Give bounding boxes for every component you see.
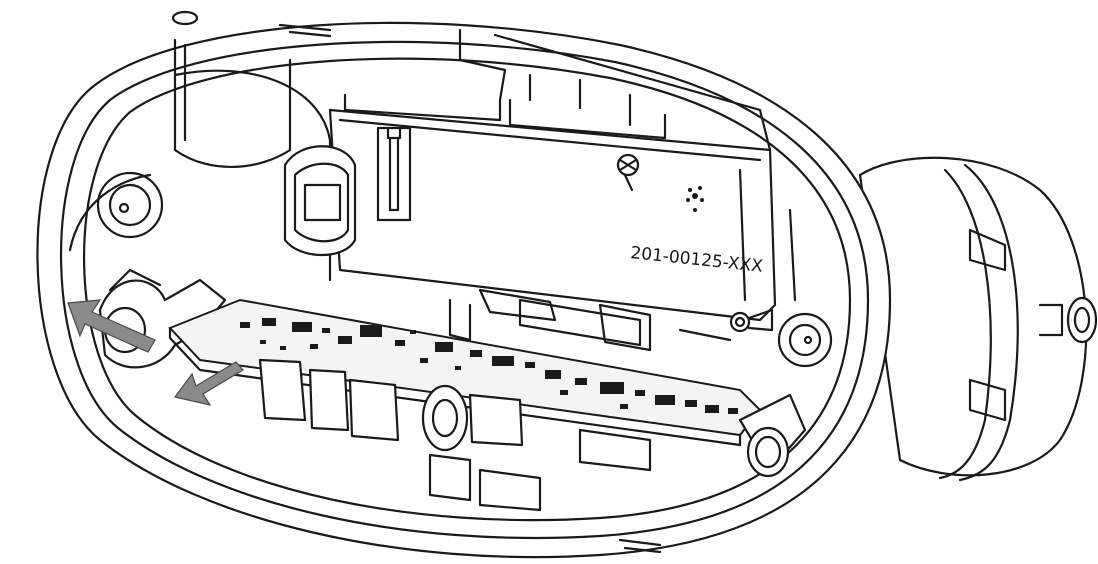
- camera-lens-icon: [1066, 296, 1098, 344]
- arrow-up-left-icon: [67, 299, 156, 353]
- right-connector: [729, 308, 774, 333]
- wall-bracket: [283, 126, 412, 257]
- arrow-down-left-icon: [173, 361, 244, 406]
- recycle-symbol-icon: [686, 186, 704, 212]
- screw-icon: [616, 153, 640, 192]
- pcb-components: [240, 318, 738, 414]
- screw-boss-right: [777, 312, 833, 368]
- camera-pod: [858, 156, 1098, 482]
- left-boss: [68, 38, 332, 282]
- under-board-parts: [258, 358, 652, 512]
- direction-arrows: [67, 299, 244, 406]
- side-button: [738, 393, 807, 478]
- screw-boss-left: [96, 171, 164, 239]
